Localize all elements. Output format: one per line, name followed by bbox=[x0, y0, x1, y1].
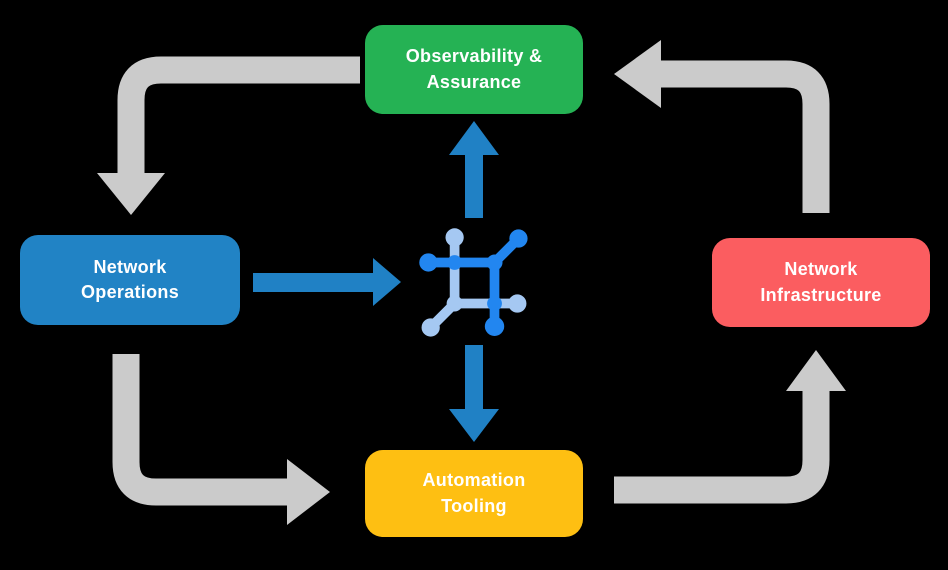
node-network-infrastructure: Network Infrastructure bbox=[712, 238, 930, 327]
node-network-operations-label: Network Operations bbox=[80, 256, 180, 302]
node-network-operations: Network Operations bbox=[20, 235, 240, 325]
arrow-center-to-observability bbox=[449, 121, 499, 218]
arrow-observability-to-network-operations bbox=[97, 56, 360, 215]
arrow-network-operations-to-automation-tooling bbox=[112, 354, 330, 525]
arrow-network-infrastructure-to-observability bbox=[614, 40, 830, 213]
arrow-automation-tooling-to-network-infrastructure bbox=[614, 350, 846, 504]
node-automation-tooling: Automation Tooling bbox=[365, 450, 583, 537]
node-automation-tooling-label: Automation Tooling bbox=[422, 470, 526, 516]
arrow-network-operations-to-center bbox=[253, 258, 401, 306]
node-observability-assurance: Observability & Assurance bbox=[365, 25, 583, 114]
network-mesh-icon bbox=[416, 226, 532, 340]
arrow-center-to-automation-tooling bbox=[449, 345, 499, 442]
node-observability-assurance-label: Observability & Assurance bbox=[405, 46, 543, 92]
node-network-infrastructure-label: Network Infrastructure bbox=[760, 259, 882, 305]
